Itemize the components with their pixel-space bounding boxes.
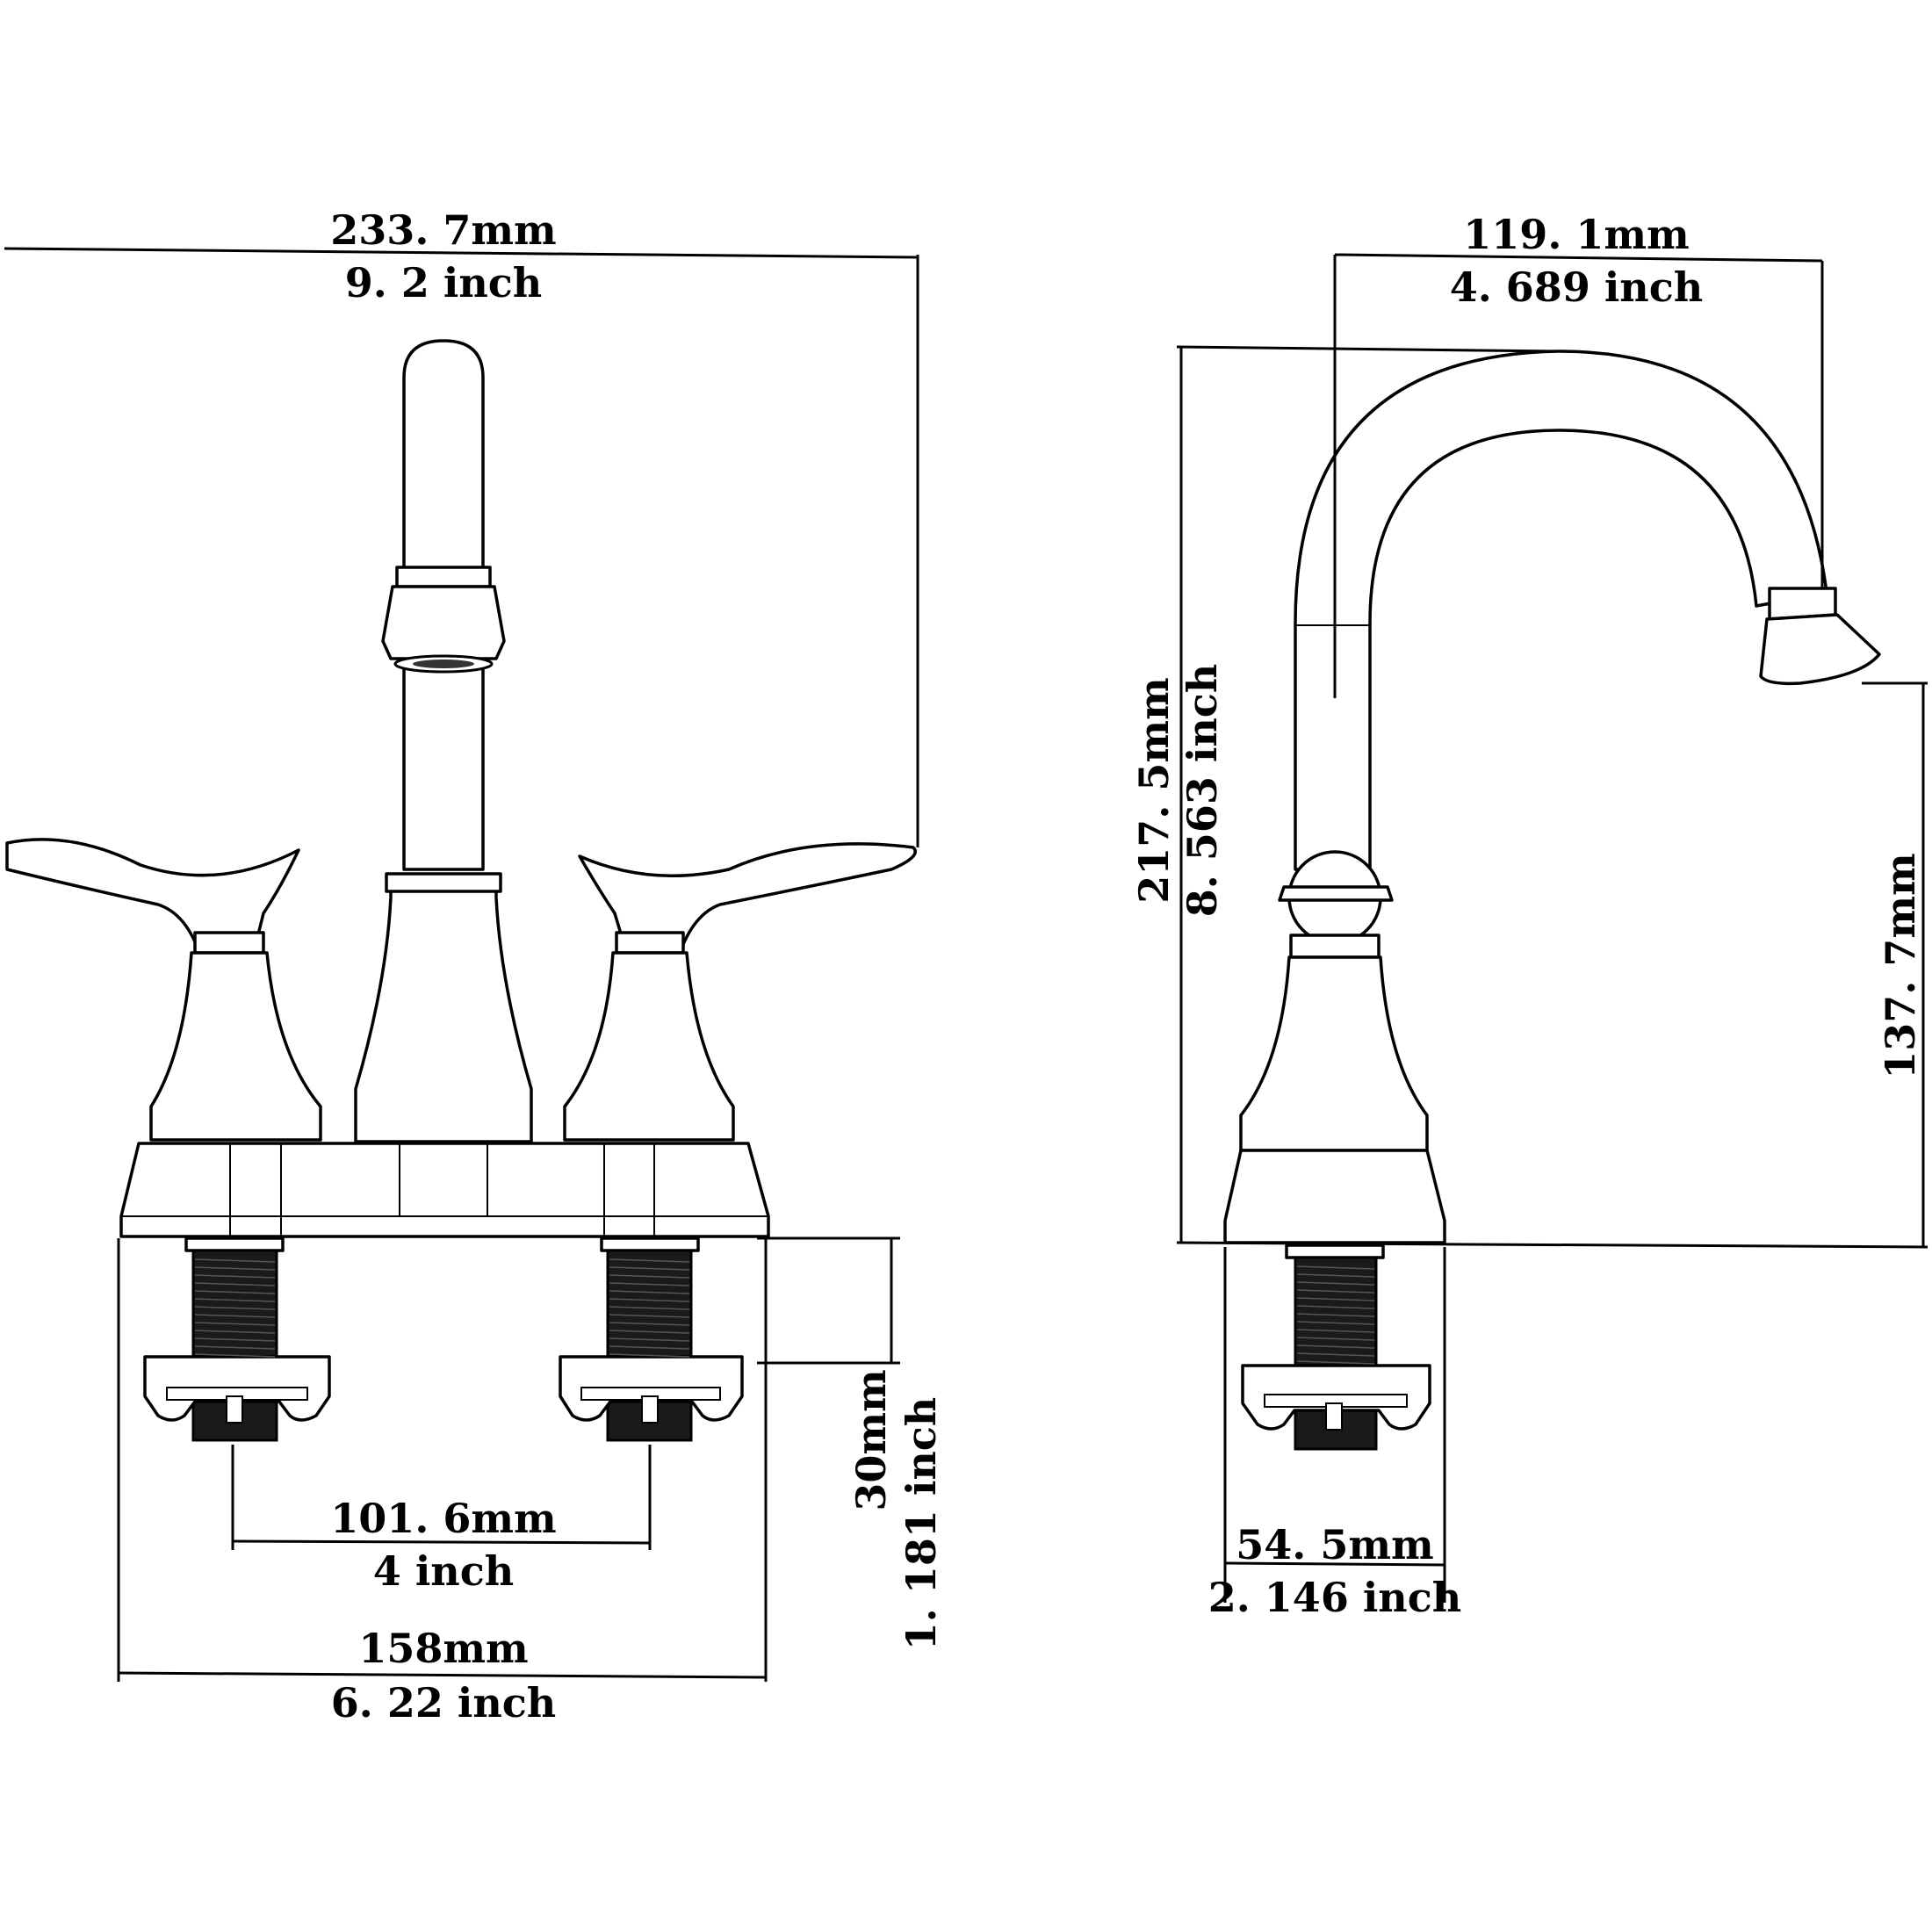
side-base <box>1223 1149 1446 1244</box>
side-view: 119. 1mm 4. 689 inch 217. 5mm 8. 563 inc… <box>1130 211 1928 1621</box>
gooseneck-spout <box>1294 350 1881 871</box>
base-plate <box>119 1142 770 1238</box>
right-shank-thread <box>609 1282 690 1287</box>
right-shank-thread <box>609 1314 690 1318</box>
spout-reach-mm: 119. 1mm <box>1463 211 1689 258</box>
left-shank-thread <box>194 1266 276 1271</box>
left-shank-thread <box>194 1337 276 1342</box>
center-spacing-mm: 101. 6mm <box>330 1495 556 1542</box>
shank-length-mm: 30mm <box>847 1369 895 1510</box>
overall-width-inch: 9. 2 inch <box>345 259 542 306</box>
right-shank-thread <box>609 1353 690 1358</box>
right-shank-thread <box>609 1330 690 1334</box>
right-shank-thread <box>609 1322 690 1326</box>
front-dimension-lines <box>4 247 919 1682</box>
spout-height-mm: 137. 7mm <box>1877 853 1924 1078</box>
right-shank-thread <box>609 1298 690 1302</box>
side-shank-thread <box>1296 1297 1375 1301</box>
side-shank-thread <box>1296 1313 1375 1317</box>
right-shank-thread <box>609 1345 690 1350</box>
right-shank-thread <box>609 1258 690 1263</box>
left-shank-thread <box>194 1290 276 1294</box>
front-view: 233. 7mm 9. 2 inch 101. 6mm 4 inch 158mm… <box>4 206 945 1727</box>
base-width-inch: 6. 22 inch <box>331 1679 556 1727</box>
right-shank <box>559 1236 744 1442</box>
left-handle <box>5 838 322 1142</box>
side-shank-thread <box>1296 1329 1375 1333</box>
left-shank-thread <box>194 1258 276 1263</box>
base-depth-inch: 2. 146 inch <box>1208 1574 1461 1621</box>
side-shank-thread <box>1296 1321 1375 1325</box>
left-shank <box>143 1236 331 1442</box>
shank-length-inch: 1. 181 inch <box>898 1397 945 1650</box>
spout-reach-inch: 4. 689 inch <box>1450 263 1703 311</box>
side-shank-thread <box>1296 1344 1375 1349</box>
center-spout <box>354 339 533 1143</box>
right-shank-thread <box>609 1274 690 1279</box>
total-height-mm: 217. 5mm <box>1130 677 1178 903</box>
center-spacing-inch: 4 inch <box>373 1547 514 1595</box>
left-shank-thread <box>194 1314 276 1318</box>
left-shank-thread <box>194 1353 276 1358</box>
base-width-mm: 158mm <box>358 1625 528 1672</box>
side-shank-thread <box>1296 1352 1375 1357</box>
left-shank-thread <box>194 1274 276 1279</box>
right-shank-thread <box>609 1266 690 1271</box>
side-shank-thread <box>1296 1273 1375 1278</box>
side-shank-thread <box>1296 1265 1375 1270</box>
right-shank-thread <box>609 1337 690 1342</box>
right-shank-thread <box>609 1290 690 1294</box>
left-shank-thread <box>194 1306 276 1310</box>
left-shank-thread <box>194 1322 276 1326</box>
side-shank-thread <box>1296 1281 1375 1286</box>
overall-width-mm: 233. 7mm <box>330 206 556 254</box>
side-shank-thread <box>1296 1305 1375 1309</box>
total-height-inch: 8. 563 inch <box>1179 664 1226 917</box>
left-shank-thread <box>194 1330 276 1334</box>
side-shank-thread <box>1296 1360 1375 1365</box>
right-handle <box>563 842 917 1142</box>
left-shank-thread <box>194 1298 276 1302</box>
right-shank-thread <box>609 1306 690 1310</box>
base-depth-mm: 54. 5mm <box>1236 1521 1433 1568</box>
side-shank-thread <box>1296 1289 1375 1294</box>
side-handle <box>1239 850 1429 1152</box>
left-shank-thread <box>194 1345 276 1350</box>
left-shank-thread <box>194 1282 276 1287</box>
side-dimension-lines <box>1176 253 1928 1603</box>
side-shank-thread <box>1296 1337 1375 1341</box>
